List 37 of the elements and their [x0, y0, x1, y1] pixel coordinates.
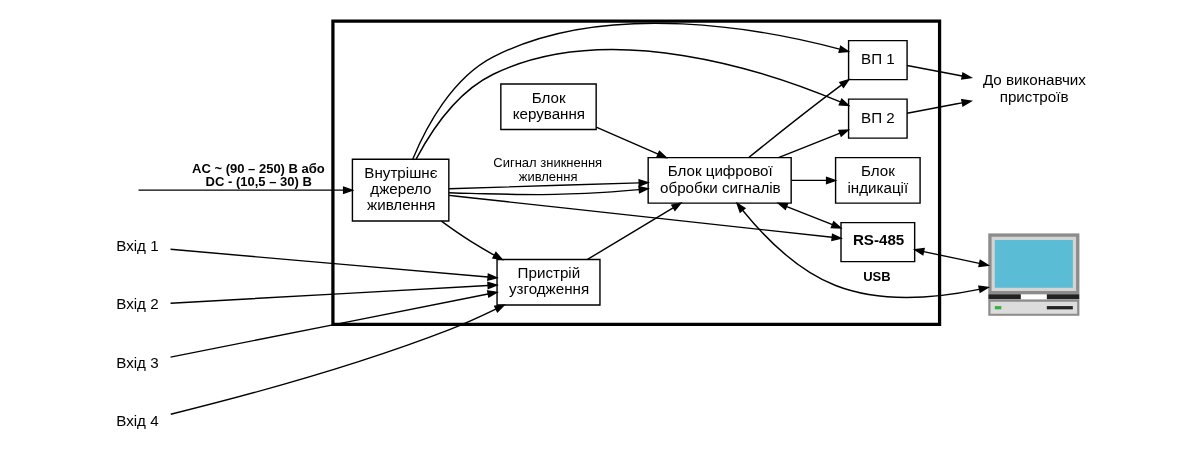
node-text: Вхід 3	[115, 353, 159, 371]
arrow	[411, 22, 850, 160]
node-text: Вхід 2	[115, 295, 159, 313]
node-box: Пристрій узгодження	[495, 258, 601, 306]
node-box: RS-485	[839, 221, 915, 263]
node-box: Блок цифрової обробки сигналів	[646, 156, 792, 204]
arrow	[137, 186, 354, 195]
arrow	[440, 220, 504, 261]
arrow	[775, 202, 843, 229]
arrow	[415, 48, 850, 160]
node-text: До виконавчих пристроїв	[982, 71, 1086, 105]
arrow	[747, 78, 850, 159]
arrow	[169, 290, 499, 358]
arrow	[447, 178, 650, 190]
edge-label: Сигнал зникнення живлення	[492, 154, 602, 185]
arrow	[447, 185, 650, 196]
arrow	[586, 202, 683, 261]
node-box: Блок індикації	[834, 156, 921, 204]
arrow	[595, 126, 668, 159]
arrow	[905, 98, 973, 114]
edge-label: USB	[862, 268, 891, 284]
arrow	[169, 248, 499, 281]
arrow	[777, 129, 850, 159]
node-text: Вхід 1	[115, 236, 159, 254]
arrow	[447, 194, 843, 242]
arrow	[169, 281, 499, 304]
arrow	[735, 201, 990, 298]
arrow	[905, 64, 973, 80]
arrow	[169, 304, 506, 415]
node-box: ВП 2	[847, 98, 908, 139]
node-box: Внутрішнє джерело живлення	[351, 158, 450, 222]
arrow	[790, 176, 837, 185]
node-box: Блок керування	[499, 83, 597, 131]
arrow	[912, 247, 990, 268]
edge-label: AC ~ (90 – 250) В або DC - (10,5 – 30) В	[191, 161, 325, 190]
node-box: ВП 1	[847, 39, 908, 81]
node-text: Вхід 4	[115, 412, 159, 430]
